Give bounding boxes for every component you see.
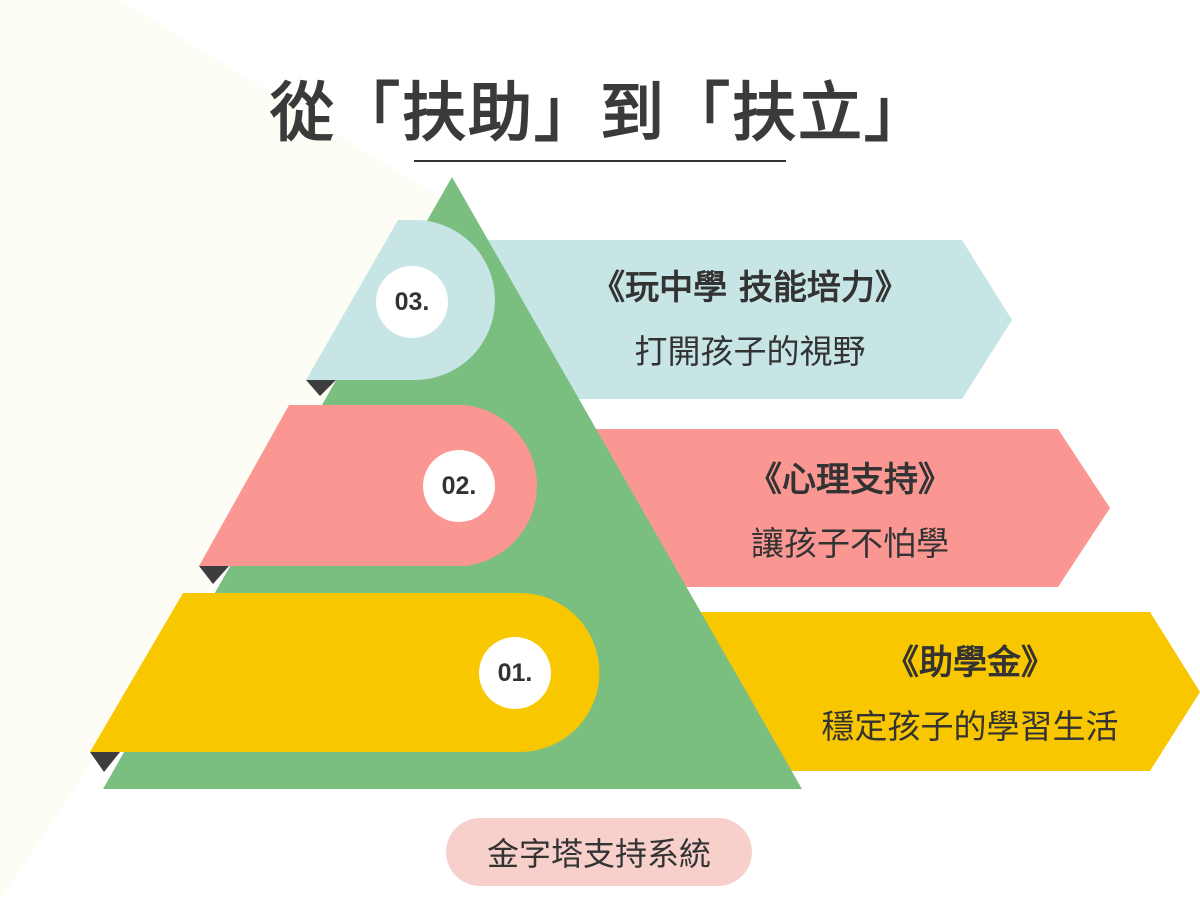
level-3-heading: 《玩中學 技能培力》	[591, 268, 909, 308]
fold-tab-2	[199, 566, 229, 584]
level-2-subtitle: 讓孩子不怕學	[751, 524, 949, 563]
level-2-number: 02.	[423, 450, 495, 522]
caption-pill: 金字塔支持系統	[446, 818, 752, 886]
level-3-number: 03.	[376, 266, 448, 338]
level-1-text: 《助學金》 穩定孩子的學習生活	[760, 643, 1180, 747]
level-3-text: 《玩中學 技能培力》 打開孩子的視野	[530, 268, 970, 372]
level-2-heading: 《心理支持》	[748, 460, 952, 500]
fold-tab-3	[306, 380, 336, 396]
level-1-subtitle: 穩定孩子的學習生活	[821, 707, 1119, 746]
page-title: 從「扶助」到「扶立」	[270, 77, 930, 151]
title-divider	[414, 160, 786, 162]
level-1-number: 01.	[479, 637, 551, 709]
band-level-2	[199, 405, 538, 566]
fold-tab-1	[90, 752, 120, 772]
level-3-subtitle: 打開孩子的視野	[634, 332, 866, 371]
level-1-heading: 《助學金》	[885, 643, 1055, 683]
level-2-text: 《心理支持》 讓孩子不怕學	[640, 460, 1060, 564]
background-wedge	[0, 0, 460, 900]
arrow-level-2	[540, 429, 1110, 587]
arrow-level-3	[440, 240, 1012, 399]
band-level-1	[90, 593, 600, 752]
